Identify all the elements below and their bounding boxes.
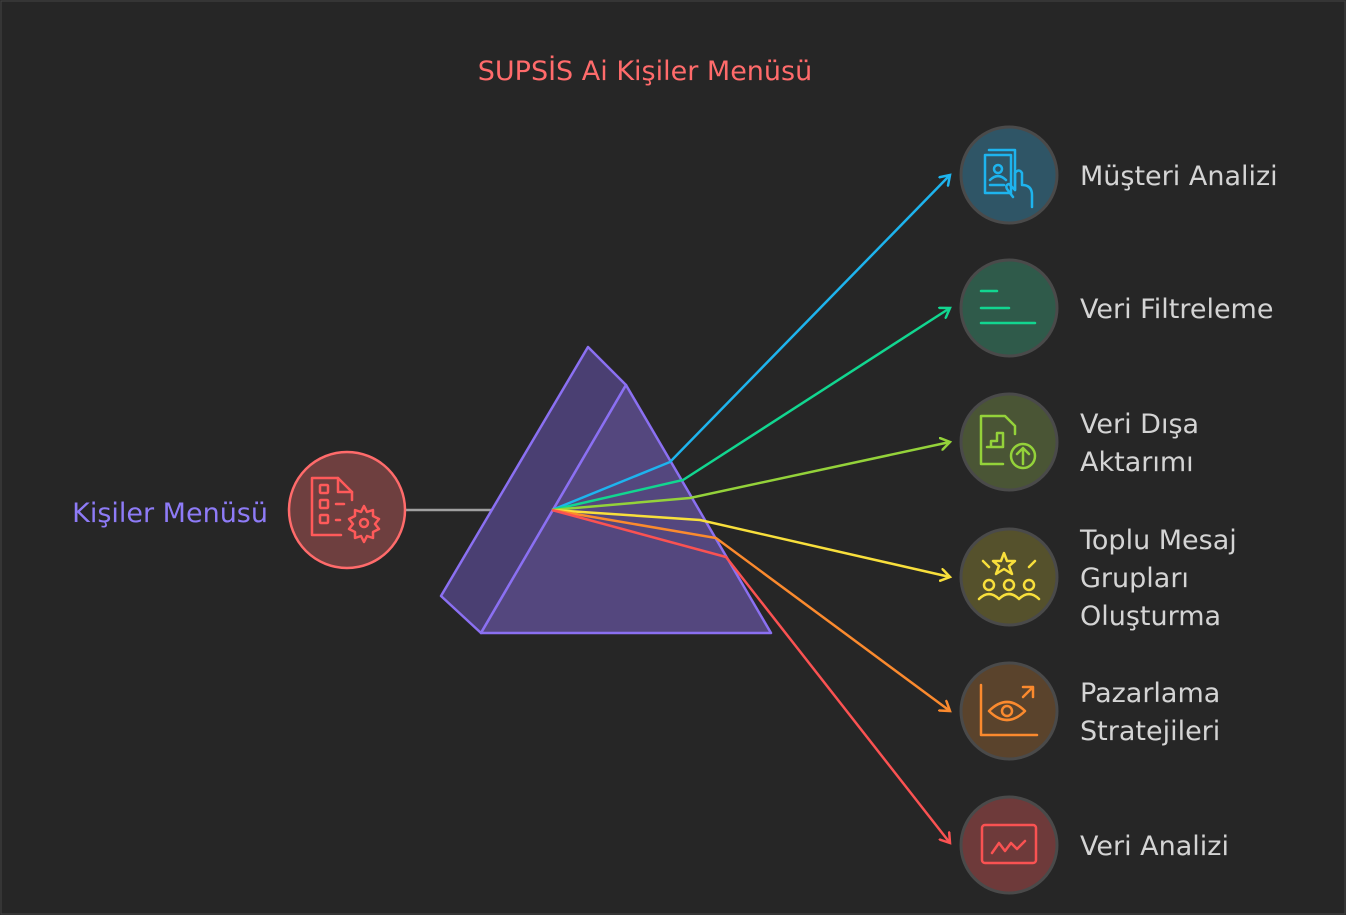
ray-5 (551, 508, 950, 711)
output-label: Oluşturma (1080, 601, 1221, 632)
output-node-2[interactable]: Veri Filtreleme (959, 258, 1273, 358)
source-node[interactable] (287, 450, 407, 570)
filter-lines-icon (979, 289, 1037, 325)
source-label: Kişiler Menüsü (72, 498, 268, 529)
diagram-title: SUPSİS Ai Kişiler Menüsü (478, 55, 812, 87)
output-label: Veri Analizi (1080, 831, 1229, 862)
output-label: Grupları (1080, 563, 1189, 594)
output-label: Müşteri Analizi (1080, 161, 1278, 192)
output-node-1[interactable]: Müşteri Analizi (959, 125, 1278, 225)
ray-2 (551, 308, 950, 512)
output-node-6[interactable]: Veri Analizi (959, 795, 1229, 895)
chart-eye-icon (979, 683, 1039, 737)
rays (551, 175, 950, 843)
monitor-chart-icon (980, 823, 1038, 865)
ray-1 (551, 175, 950, 512)
ray-4 (551, 508, 950, 577)
output-label: Veri Filtreleme (1080, 294, 1273, 325)
contact-touch-icon (983, 148, 1034, 209)
group-stars-icon (977, 551, 1041, 601)
output-label: Pazarlama (1080, 678, 1220, 709)
output-label: Stratejileri (1080, 716, 1220, 747)
output-label: Toplu Mesaj (1079, 525, 1237, 556)
file-export-icon (979, 414, 1037, 470)
output-label: Aktarımı (1080, 447, 1194, 478)
output-label: Veri Dışa (1080, 409, 1199, 440)
prism (439, 345, 773, 635)
ray-6 (551, 508, 950, 843)
document-settings-icon (310, 476, 381, 544)
ray-3 (551, 442, 950, 512)
